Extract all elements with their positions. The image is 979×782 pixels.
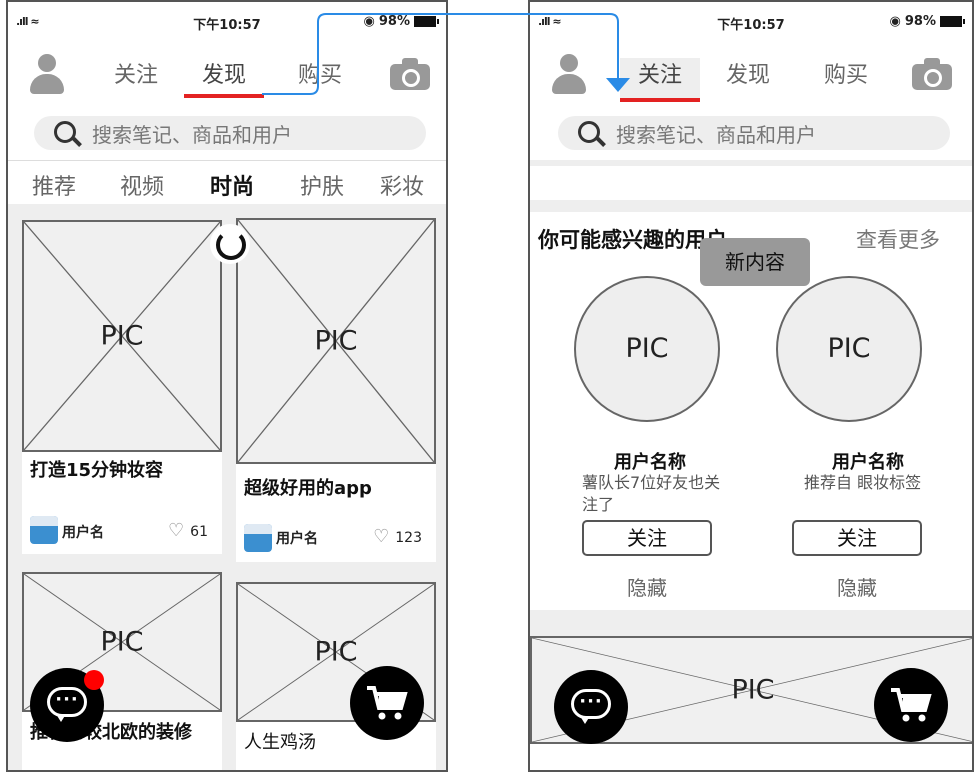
battery-level: 98% — [904, 14, 936, 29]
active-tab-indicator — [620, 98, 700, 102]
screen-discover: .ıll ≈ 下午10:57 ◉ 98% 关注 发现 购买 搜索笔记、商品和用户… — [6, 0, 448, 772]
user-name[interactable]: 用户名称 — [832, 452, 904, 473]
category-recommend[interactable]: 推荐 — [32, 175, 77, 200]
battery-indicator: ◉ 98% — [890, 14, 965, 29]
profile-icon[interactable] — [552, 54, 586, 94]
battery-icon — [414, 16, 439, 27]
content-placeholder-strip — [530, 160, 972, 212]
search-placeholder: 搜索笔记、商品和用户 — [616, 123, 816, 147]
notification-badge — [84, 670, 104, 690]
camera-icon[interactable] — [390, 58, 430, 90]
pic-label: PIC — [100, 320, 144, 352]
pic-label: PIC — [314, 636, 358, 668]
category-fashion[interactable]: 时尚 — [210, 175, 255, 200]
hide-button[interactable]: 隐藏 — [837, 576, 877, 600]
tab-follow-label: 关注 — [637, 63, 682, 88]
follow-button[interactable]: 关注 — [792, 520, 922, 556]
user-avatar[interactable] — [244, 524, 272, 552]
tab-discover[interactable]: 发现 — [725, 63, 770, 88]
pic-label: PIC — [731, 674, 775, 706]
category-tabs: 推荐 视频 时尚 护肤 彩妆 — [8, 160, 446, 205]
heart-icon[interactable]: ♡ — [373, 526, 390, 547]
see-more-link[interactable]: 查看更多 — [856, 228, 940, 252]
active-tab-indicator — [184, 94, 264, 98]
search-placeholder: 搜索笔记、商品和用户 — [92, 123, 292, 147]
top-nav: 关注 发现 购买 — [8, 48, 446, 104]
loading-spinner-icon — [210, 224, 250, 264]
pic-label: PIC — [314, 325, 358, 357]
status-time: 下午10:57 — [717, 18, 785, 33]
screen-follow: .ıll ≈ 下午10:57 ◉ 98% 关注 发现 购买 搜索笔记、商品和用户… — [528, 0, 974, 772]
chat-icon: ··· — [571, 689, 611, 724]
card-username[interactable]: 用户名 — [62, 525, 104, 541]
cart-icon — [889, 686, 933, 724]
search-icon — [578, 121, 600, 143]
battery-icon — [940, 16, 965, 27]
category-skincare[interactable]: 护肤 — [300, 175, 345, 200]
user-description: 薯队长7位好友也关注了 — [582, 473, 721, 514]
card-username[interactable]: 用户名 — [276, 531, 318, 547]
profile-icon[interactable] — [30, 54, 64, 94]
cart-icon — [365, 684, 409, 722]
card-title: 打造15分钟妆容 — [30, 460, 164, 481]
user-avatar[interactable]: PIC — [574, 276, 720, 422]
category-makeup[interactable]: 彩妆 — [380, 175, 425, 200]
tab-follow[interactable]: 关注 — [620, 58, 700, 102]
top-nav: 关注 发现 购买 — [530, 48, 972, 104]
search-input[interactable]: 搜索笔记、商品和用户 — [34, 116, 426, 150]
status-bar: .ıll ≈ 下午10:57 ◉ 98% — [530, 2, 972, 42]
tab-follow[interactable]: 关注 — [113, 63, 158, 88]
camera-icon[interactable] — [912, 58, 952, 90]
tab-discover-label: 发现 — [201, 63, 246, 88]
card-title: 人生鸡汤 — [244, 732, 316, 753]
chat-button[interactable]: ··· — [554, 670, 628, 744]
tab-discover[interactable]: 发现 — [184, 58, 264, 98]
status-bar: .ıll ≈ 下午10:57 ◉ 98% — [8, 2, 446, 42]
like-count[interactable]: ♡ 123 — [373, 526, 422, 547]
status-time: 下午10:57 — [193, 18, 261, 33]
tab-buy[interactable]: 购买 — [823, 63, 868, 88]
like-count-value: 123 — [395, 530, 422, 546]
chat-icon: ··· — [47, 687, 87, 722]
hide-button[interactable]: 隐藏 — [627, 576, 667, 600]
suggested-users-section: 你可能感兴趣的用户 查看更多 新内容 PIC 用户名称 薯队长7位好友也关注了 … — [530, 214, 972, 610]
new-content-toast[interactable]: 新内容 — [700, 238, 810, 286]
search-icon — [54, 121, 76, 143]
user-avatar[interactable]: PIC — [776, 276, 922, 422]
feed-card[interactable]: PIC 人生鸡汤 — [236, 582, 436, 770]
section-divider — [530, 610, 972, 636]
category-video[interactable]: 视频 — [120, 175, 165, 200]
user-avatar[interactable] — [30, 516, 58, 544]
feed-card[interactable]: PIC 超级好用的app 用户名 ♡ 123 — [236, 218, 436, 562]
follow-button[interactable]: 关注 — [582, 520, 712, 556]
card-image: PIC — [236, 218, 436, 464]
section-title: 你可能感兴趣的用户 — [538, 228, 727, 252]
search-input[interactable]: 搜索笔记、商品和用户 — [558, 116, 950, 150]
card-title: 超级好用的app — [244, 478, 372, 499]
battery-level: 98% — [378, 14, 410, 29]
heart-icon[interactable]: ♡ — [168, 520, 185, 541]
like-count[interactable]: ♡ 61 — [168, 520, 208, 541]
card-image: PIC — [22, 220, 222, 452]
user-name[interactable]: 用户名称 — [614, 452, 686, 473]
cart-button[interactable] — [874, 668, 948, 742]
like-count-value: 61 — [190, 524, 208, 540]
cart-button[interactable] — [350, 666, 424, 740]
user-description: 推荐自 眼妆标签 — [804, 473, 922, 492]
feed-card[interactable]: PIC 打造15分钟妆容 用户名 ♡ 61 — [22, 220, 222, 554]
battery-indicator: ◉ 98% — [364, 14, 439, 29]
signal-icon: .ıll ≈ — [16, 15, 40, 28]
tab-buy[interactable]: 购买 — [297, 63, 342, 88]
pic-label: PIC — [100, 626, 144, 658]
